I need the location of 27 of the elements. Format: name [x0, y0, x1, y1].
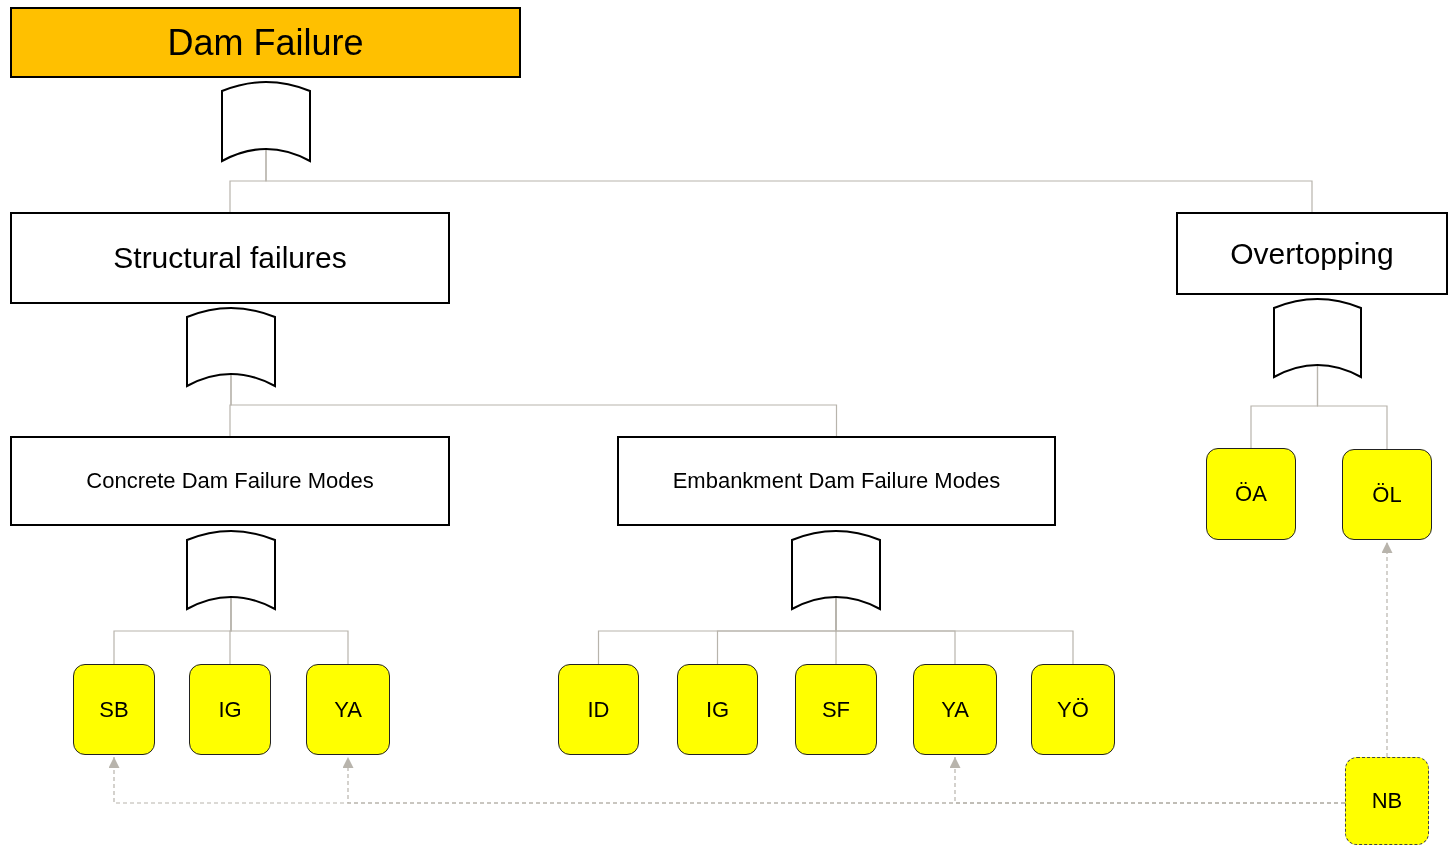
- or-gate: [1273, 296, 1362, 378]
- connector-line: [1316, 365, 1388, 450]
- connector-line: [265, 149, 1313, 213]
- basic-event-box: ÖA: [1206, 448, 1296, 540]
- basic-event-box: ÖL: [1342, 449, 1432, 540]
- basic-event-box: SB: [73, 664, 155, 755]
- connector-line: [230, 374, 838, 437]
- event-box: Embankment Dam Failure Modes: [617, 436, 1056, 526]
- basic-event-box: IG: [677, 664, 758, 755]
- dashed-arrow: [1381, 541, 1393, 758]
- event-box: Overtopping: [1176, 212, 1448, 295]
- basic-event-box: ID: [558, 664, 639, 755]
- event-box: Concrete Dam Failure Modes: [10, 436, 450, 526]
- basic-event-box: SF: [795, 664, 877, 755]
- basic-event-box: IG: [189, 664, 271, 755]
- basic-event-box: YA: [306, 664, 390, 755]
- or-gate: [186, 528, 276, 610]
- dashed-arrow: [108, 756, 1346, 804]
- or-gate: [186, 305, 276, 387]
- basic-event-box: NB: [1345, 757, 1429, 845]
- basic-event-box: YÖ: [1031, 664, 1115, 755]
- or-gate: [791, 528, 881, 610]
- basic-event-box: YA: [913, 664, 997, 755]
- connector-line: [230, 597, 349, 665]
- top-event-box: Dam Failure: [10, 7, 521, 78]
- or-gate: [221, 79, 311, 162]
- event-box: Structural failures: [10, 212, 450, 304]
